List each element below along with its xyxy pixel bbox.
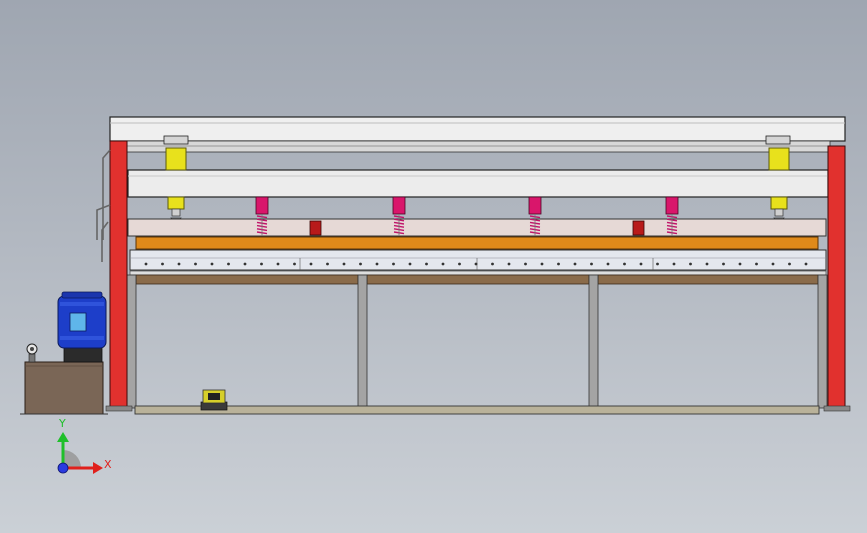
bolt-13 [342,262,346,266]
spring-3 [528,196,542,236]
bolt-38 [755,262,758,266]
hydraulic-tank-icon [20,361,108,415]
bolt-26 [557,262,560,266]
bolt-10 [293,262,296,266]
axis-triad: Y X [57,417,112,474]
bolt-31 [639,262,643,266]
bolt-9 [276,262,280,266]
hydraulic-hoses [96,149,111,262]
bolt-17 [408,262,412,266]
spring-1 [255,196,269,236]
bolt-30 [623,262,626,266]
back-gauge-stop-right [632,220,645,236]
bolt-12 [326,262,329,266]
bolt-33 [672,262,676,266]
x-axis-label: X [104,458,112,471]
bolt-7 [243,262,247,266]
motor-icon [57,291,107,363]
bolt-20 [458,262,461,266]
bolt-16 [392,262,395,266]
spring-2 [392,196,406,236]
back-gauge-stop-left [309,220,322,236]
bolt-36 [722,262,725,266]
foot-pedal-icon [200,389,228,411]
support-rail [129,270,827,285]
main-cylinder-right [765,135,791,225]
bolt-40 [788,262,791,266]
ram-beam [127,169,829,198]
bolt-18 [425,262,428,266]
bolt-25 [540,262,544,266]
bolt-35 [705,262,709,266]
bolt-23 [507,262,511,266]
bolt-34 [689,262,692,266]
bolt-5 [210,262,214,266]
bolt-37 [738,262,742,266]
bolt-2 [161,262,164,266]
left-side-frame [105,140,133,412]
work-table [129,249,827,271]
bolt-28 [590,262,593,266]
hold-down-springs [255,196,679,236]
bolt-8 [260,262,263,266]
bolt-11 [309,262,313,266]
bolt-39 [771,262,775,266]
bolt-22 [491,262,494,266]
pressure-gauge-icon [26,343,38,363]
bolt-24 [524,262,527,266]
bolt-41 [804,262,808,266]
bolt-6 [227,262,230,266]
clamp-plate [127,218,827,237]
y-axis-arrowhead [57,432,69,442]
base-bar [134,405,820,415]
table-bolts [144,262,808,266]
bolt-4 [194,262,197,266]
bolt-21 [474,262,478,266]
bolt-27 [573,262,577,266]
bolt-15 [375,262,379,266]
top-beam [109,116,846,153]
spring-4 [665,196,679,236]
bolt-19 [441,262,445,266]
x-axis-arrowhead [93,462,103,474]
upper-blade [135,236,819,250]
bolt-3 [177,262,181,266]
bolt-14 [359,262,362,266]
bolt-29 [606,262,610,266]
bolt-32 [656,262,659,266]
right-side-frame [823,145,851,412]
y-axis-label: Y [58,417,66,430]
legs [126,274,828,409]
z-axis-dot [57,462,69,474]
bolt-1 [144,262,148,266]
